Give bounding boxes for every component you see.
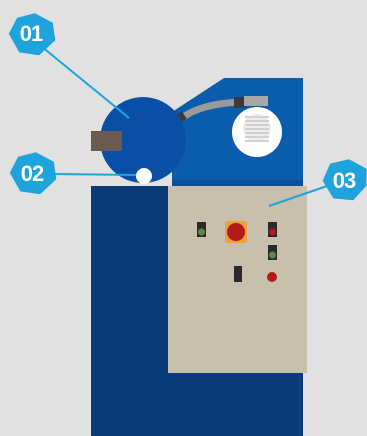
callout-03-leader [268,184,331,207]
right-switch-middle [268,245,277,260]
lower-switch [234,266,242,282]
left-switch [197,222,206,237]
callout-01-leader [35,41,130,119]
callout-02: 02 [9,152,57,195]
callout-01: 01 [8,13,56,56]
motor-box [91,131,122,151]
housing-shadow [172,180,303,186]
callout-03: 03 [322,159,367,201]
drum-port [136,168,152,184]
callout-02-leader [51,173,137,176]
pipe-end-fitting [244,96,268,106]
circular-vent-icon [232,107,282,157]
callout-01-label: 01 [20,21,43,46]
red-indicator-light [267,272,277,282]
drum [100,97,186,183]
emergency-stop-icon [225,221,247,243]
callout-03-label: 03 [333,168,356,193]
pipe [178,98,244,122]
pipe-end-connector [234,97,246,108]
right-switch-upper [268,222,277,237]
callout-02-label: 02 [21,161,44,186]
